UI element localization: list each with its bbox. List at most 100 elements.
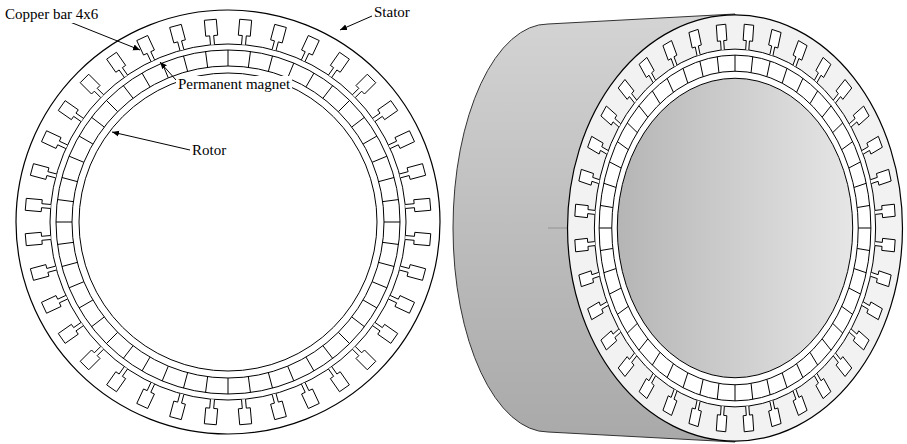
copper-bar-slot [58,101,85,125]
magnet-segment [599,228,612,229]
copper-bar-slot [370,101,397,125]
magnet-segment [683,68,688,83]
magnet-segment [627,323,637,333]
copper-bar-slot [30,164,57,182]
copper-bar-slot [387,292,415,313]
magnet-segment [617,306,628,314]
stator-outline [568,15,903,441]
magnet-segment [717,57,719,73]
magnet-segment [379,177,394,181]
magnet-segment [57,242,73,244]
magnet-segment [379,262,394,266]
magnet-segment [617,142,628,150]
magnet-segment [306,357,314,371]
magnet-segment [857,248,870,250]
copper-bar-slot [325,364,349,391]
magnet-segment [842,306,853,314]
magnet-segment [735,385,736,401]
copper-bar-slot [398,164,425,182]
copper-bar-slot [268,24,286,51]
copper-bar-slot [743,406,754,432]
magnet-segment [717,383,719,399]
magnet-segment [352,317,365,327]
copper-bar-slot [298,381,319,409]
stator-bore [594,49,875,407]
magnet-segment [106,332,117,343]
copper-bar-slot [370,319,397,343]
magnet-segment [384,222,400,223]
copper-bar-slot [618,350,639,376]
magnet-segment [849,288,861,294]
magnet-segment [268,373,272,388]
magnet-segment [62,177,77,181]
magnet-segment [56,222,72,223]
magnet-segment [372,282,387,288]
copper-bar-slot [812,57,831,84]
magnet-segment [338,100,349,111]
magnet-segment [92,317,105,327]
magnet-segment [142,357,150,371]
copper-bar-slot [204,399,218,425]
copper-bar-slot [325,52,349,79]
copper-bar-slot [588,298,610,320]
copper-bar-slot [30,262,57,280]
copper-bar-slot [579,268,601,286]
magnet-segment [857,205,870,207]
magnet-segment [206,377,208,393]
copper-bar-slot [41,292,69,313]
magnet-segment [854,269,866,273]
copper-bar-slot [170,24,188,51]
magnet-segment [183,56,187,71]
copper-bar-slot [58,319,85,343]
magnet-segment [383,242,399,244]
magnet-segment [248,377,250,393]
part-label: Permanent magnet [176,76,292,93]
part-label: Stator [372,4,412,21]
copper-bar-slot [575,238,596,252]
copper-bar-slot [405,232,431,246]
copper-bar-slot [831,350,852,376]
copper-bar-slot [618,79,639,105]
magnet-segment [57,200,73,202]
copper-bar-slot [25,232,51,246]
magnet-segment [639,106,648,117]
copper-bar-slot [790,388,807,416]
copper-bar-slot [870,169,892,187]
copper-bar-slot [137,381,158,409]
magnet-segment [833,323,843,333]
magnet-segment [797,364,803,378]
magnet-segment [609,288,621,294]
magnet-segment [372,156,387,162]
magnet-segment [797,78,803,92]
magnet-segment [833,123,843,133]
magnet-segment [352,117,365,127]
copper-bar-slot [831,79,852,105]
magnet-segment [652,91,660,104]
magnet-segment [810,352,818,365]
magnet-segment [123,86,133,99]
copper-bar-slot [80,74,106,100]
magnet-segment [627,123,637,133]
copper-bar-slot [847,326,869,350]
magnet-segment [822,106,831,117]
magnet-segment [183,373,187,388]
copper-bar-slot [268,392,286,419]
rotor-outline [612,71,858,385]
magnet-segment [842,142,853,150]
magnet-segment [700,61,703,77]
copper-bar-slot [812,371,831,398]
magnet-segment [767,61,770,77]
copper-bar-slot [860,298,882,320]
magnet-segment [604,183,616,187]
magnet-segment [268,56,272,71]
magnet-segment [609,162,621,168]
copper-bar-slot [204,19,218,45]
copper-bar-slot [80,344,106,370]
copper-bar-slot [639,371,658,398]
copper-bar-slot [25,198,51,212]
rotor-outline [72,66,384,378]
copper-bar-slot [137,35,158,63]
magnet-segment [79,136,93,144]
copper-bar-slot [875,204,896,218]
magnet-segment [142,73,150,87]
